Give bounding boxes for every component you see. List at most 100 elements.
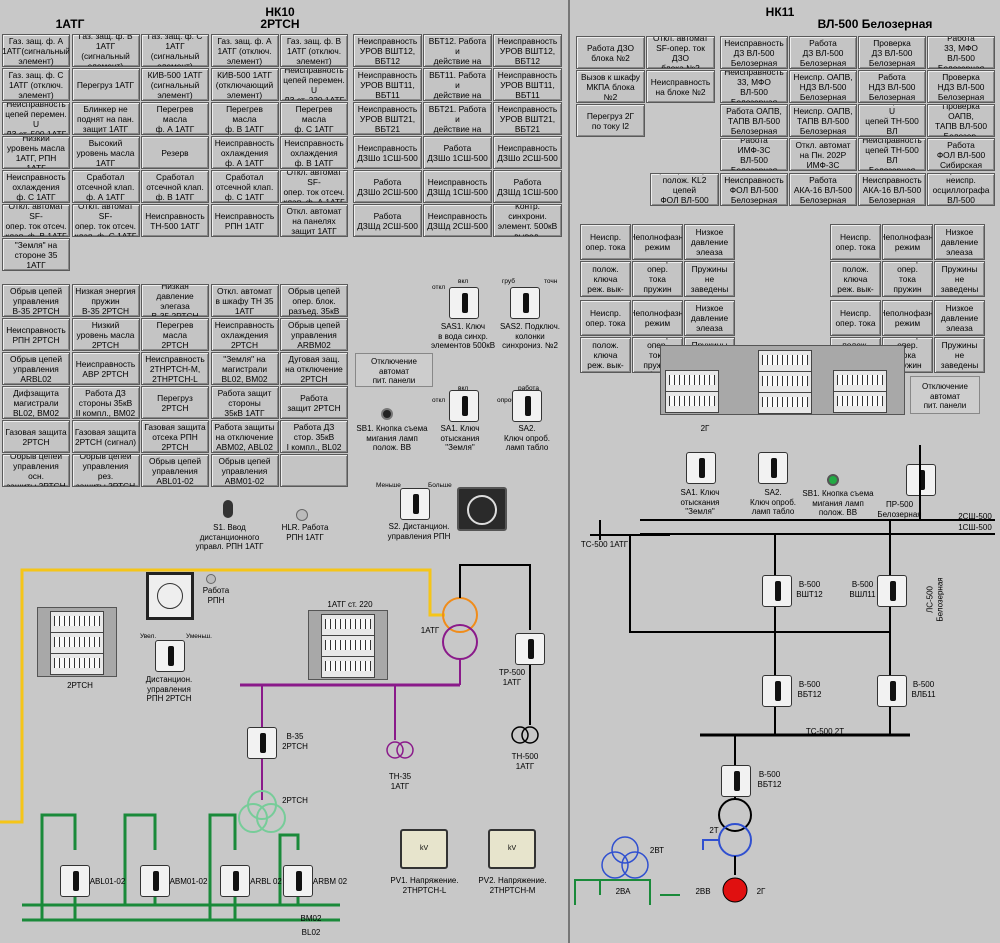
header-nk10: НК10	[265, 5, 295, 19]
alarm-tile: Обрыв цепей управления АRВМ02	[280, 318, 348, 351]
vkl-label: вкл	[458, 278, 469, 285]
auto-off-panel-left: Отключение автомат пит. панели	[355, 353, 433, 387]
s1-toggle[interactable]	[223, 500, 233, 518]
status-tile: Пружины не заведены	[684, 261, 735, 297]
rpn-work-label: Работа РПН	[202, 586, 230, 605]
vt2-label: 2ВТ	[649, 846, 665, 855]
tp500-switch[interactable]	[515, 633, 545, 665]
sb1-button[interactable]	[381, 408, 393, 420]
alarm-tile: Низкий уровень масла 2РТСН	[71, 318, 140, 351]
alarm-tile: Газ. защ. ф. В 1АТГ (сигнальный элемент)	[71, 34, 140, 67]
status-tile: Неполнофазн. режим	[632, 224, 683, 260]
alarm-tile: Низкая давление элегаза В-35 2РТСН	[141, 284, 209, 317]
pv1-voltmeter	[400, 829, 448, 869]
tc500-1atg-label: ТС-500 1АТГ	[580, 540, 629, 549]
s2-switch[interactable]	[400, 488, 430, 520]
header-vl500: ВЛ-500 Белозерная	[817, 17, 933, 31]
alarm-tile: Обрыв цепей опер. блок. разъед. 35кВ	[280, 284, 348, 317]
sa1-switch[interactable]	[449, 390, 479, 422]
otkl-label-2: откл	[432, 397, 446, 404]
alarm-tile: КИВ-500 1АТГ (отключающий элемент)	[210, 68, 279, 101]
b35-switch[interactable]	[247, 727, 277, 759]
meter-r-a2	[665, 391, 719, 413]
status-tile: Пружины не заведены	[934, 261, 985, 297]
alarm-tile: Работа защиты на отключение ABM02, ABL02	[210, 420, 279, 453]
status-tile: Неполнофазн. режим	[882, 300, 933, 336]
alarm-tile: Неиспр. ОАПВ, НДЗ ВЛ-500 Белозерная	[789, 70, 857, 103]
tp500-label: ТР-500 1АТГ	[498, 668, 526, 687]
sas2-switch[interactable]	[510, 287, 540, 319]
alarm-tile: Газ. защ. ф. А 1АТГ (отключ. элемент)	[210, 34, 279, 67]
b500-vbl11-switch[interactable]	[877, 675, 907, 707]
meter-220-1	[321, 614, 375, 636]
pr500-label: ПР-500 Белозерная	[877, 500, 922, 519]
alarm-tile: Неисправность УРОВ ВШТ12, ВБТ12	[493, 34, 562, 67]
alarm-tile: Газовая защита 2РТСН (сигнал)	[71, 420, 140, 453]
b500-vsht12-switch[interactable]	[762, 575, 792, 607]
atg1-label: 1АТГ	[420, 626, 440, 635]
pv2-label: PV2. Напряжение. 2ТНРТСН-М	[478, 876, 547, 895]
otkl-label: откл	[432, 284, 446, 291]
alarm-tile: Перегруз 2Г по току I2	[576, 104, 645, 137]
alarm-tile: Неисправность цепей перемен. U ДЗ ст. 50…	[2, 102, 70, 135]
alarm-tile: Неисправность АВР 2РТСН	[71, 352, 140, 385]
rpn-position-dial	[457, 487, 507, 531]
status-tile: Измен. полож. ключа реж. вык-ля	[830, 261, 881, 297]
alarm-tile: Контр. синхрони. элемент. 500кВ вывед.	[493, 204, 562, 237]
g2-gen-label: 2Г	[756, 887, 766, 896]
more-label: Больше	[428, 482, 452, 489]
alarm-tile: Откл. автомат SF-опер. ток ДЗО блока №2	[646, 36, 715, 69]
alarm-tile: Работа ДЗШд 1СШ-500	[493, 170, 562, 203]
alarm-tile: Неисправность РПН 2РТСН	[2, 318, 70, 351]
alarm-tile: Неисправность УРОВ ВШТ11, ВБТ11	[353, 68, 422, 101]
rtch2-meter-label: 2РТСН	[67, 681, 93, 690]
abm0102-switch[interactable]	[140, 865, 170, 897]
alarm-tile: Дуговая защ. на отключение 2РТСН	[280, 352, 348, 385]
alarm-tile: Неисправность 2ТНРТСН-М, 2ТНРТСН-L	[141, 352, 209, 385]
alarm-tile: КИВ-500 1АТГ (сигнальный элемент)	[141, 68, 209, 101]
alarm-tile: Работа ДЗШо 1СШ-500	[423, 136, 492, 169]
va2-label: 2ВА	[615, 887, 631, 896]
alarm-tile: Проверить прав полож. KL2 цепей ФОЛ ВЛ-5…	[650, 173, 719, 206]
status-tile: Измен. полож. ключа реж. вык-ля	[580, 337, 631, 373]
oprob-label: опроб	[497, 397, 516, 404]
abl0102-switch[interactable]	[60, 865, 90, 897]
rpn2-label: Дистанцион. управления РПН 2РТСН	[145, 675, 193, 703]
meter-r-b2	[758, 371, 812, 393]
sa1r-switch[interactable]	[686, 452, 716, 484]
meter-220-3	[321, 656, 375, 678]
alarm-tile: "Земля" на магистрали BL02, BM02	[210, 352, 279, 385]
status-tile: Неиспр. опер. тока пружин и обогрева	[882, 337, 933, 373]
rpn2-switch[interactable]	[155, 640, 185, 672]
alarm-tile: Неисправность ДЗШд 1СШ-500	[423, 170, 492, 203]
alarm-tile: Блинкер не поднят на пан. защит 1АТГ	[71, 102, 140, 135]
sa2-switch[interactable]	[512, 390, 542, 422]
sas1-switch[interactable]	[449, 287, 479, 319]
sa2r-switch[interactable]	[758, 452, 788, 484]
alarm-tile: Работа ДЗО блока №2	[576, 36, 645, 69]
b500-vshl1-switch[interactable]	[877, 575, 907, 607]
b500-vbt12b-switch[interactable]	[721, 765, 751, 797]
meter-r-a1	[665, 370, 719, 392]
s1-label: S1. Ввод дистанционного управл. РПН 1АТГ	[195, 523, 264, 551]
alarm-tile: Низкая энергия пружин В-35 2РТСН	[71, 284, 140, 317]
alarm-tile: Неисправность ДЗШо 2СШ-500	[493, 136, 562, 169]
alarm-tile: Неисправность ТН-500 1АТГ	[141, 204, 209, 237]
sa1r-label: SA1. Ключ отыскания "Земля"	[680, 488, 720, 516]
status-tile: Неиспр. опер. тока	[580, 224, 631, 260]
alarm-tile: Работа ДЗ ВЛ-500 Белозерная	[789, 36, 857, 69]
alarm-tile: Работа 33, МФО ВЛ-500 Белозерная	[927, 36, 995, 69]
sb1r-button[interactable]	[827, 474, 839, 486]
alarm-tile: Откл. автомат на Пн. 202Р ИМФ-3С	[789, 138, 857, 171]
status-tile: Низкое давление элеаза	[934, 224, 985, 260]
alarm-tile: Сработал отсечной клап. ф. В 1АТГ	[141, 170, 209, 203]
alarm-tile: Обрыв цепей управления рез. защиты 2РТСН	[71, 454, 140, 487]
arbm02-switch[interactable]	[283, 865, 313, 897]
status-tile: Измен. полож. ключа реж. вык-ля	[580, 261, 631, 297]
alarm-tile: Перегруз 1АТГ	[71, 68, 140, 101]
abm0102-label: ABM01-02	[169, 877, 208, 886]
alarm-tile: Откл. автомат SF- опер. ток отсеч. клап.…	[280, 170, 348, 203]
arbl02-switch[interactable]	[220, 865, 250, 897]
b500-vbt12-switch[interactable]	[762, 675, 792, 707]
alarm-tile: Работа ДЗШо 2СШ-500	[353, 170, 422, 203]
